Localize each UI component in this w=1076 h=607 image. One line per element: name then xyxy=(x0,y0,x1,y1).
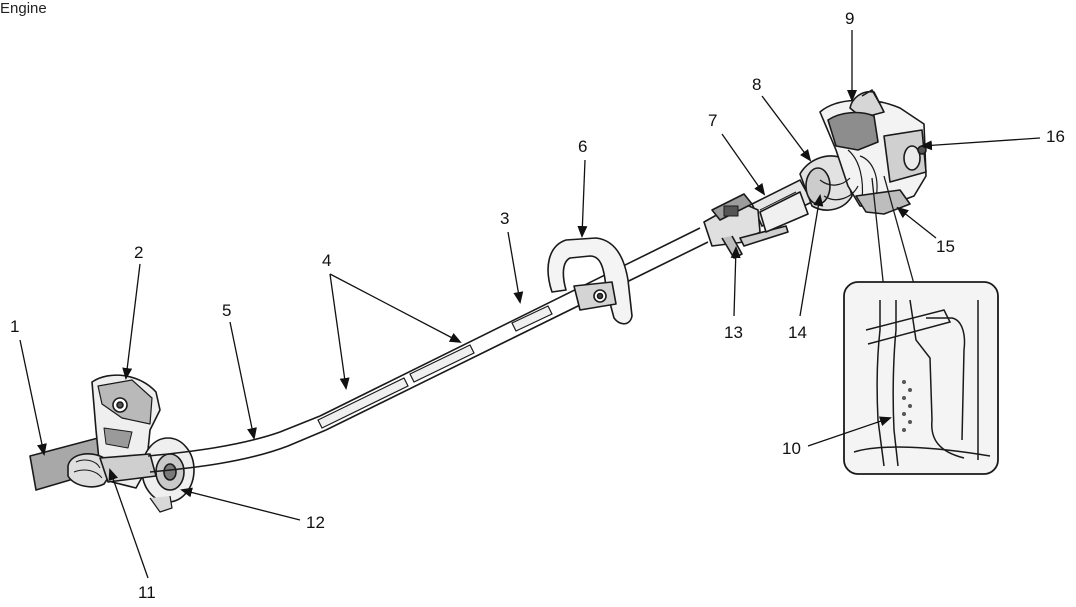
leader-3 xyxy=(507,231,524,304)
callout-14: 14 xyxy=(788,323,807,342)
callout-11: 11 xyxy=(138,583,156,602)
shaft-decal-c xyxy=(511,305,553,332)
callout-10: 10 xyxy=(782,439,801,458)
leader-1 xyxy=(19,339,47,456)
leader-8 xyxy=(761,95,812,162)
leader-16 xyxy=(920,137,1041,151)
leader-5 xyxy=(229,321,257,440)
shaft-decal-a xyxy=(317,377,409,429)
leader-6 xyxy=(577,159,588,238)
callout-5: 5 xyxy=(222,301,231,320)
callout-1: 1 xyxy=(10,317,19,336)
leader-15 xyxy=(896,206,937,239)
leader-11 xyxy=(108,468,149,579)
detail-inset xyxy=(843,175,999,475)
leader-14 xyxy=(799,194,824,317)
leader-7 xyxy=(721,133,766,196)
engine-unit xyxy=(799,89,927,215)
callout-15: 15 xyxy=(936,237,955,256)
leader-4b xyxy=(329,273,462,343)
leader-2 xyxy=(122,263,141,380)
inset-frame xyxy=(843,281,999,475)
callout-4: 4 xyxy=(322,251,331,270)
leader-4a xyxy=(329,273,350,390)
throttle-handle-assembly xyxy=(703,191,809,259)
callout-12: 12 xyxy=(306,513,325,532)
figure-title: Engine xyxy=(0,0,47,17)
callout-labels: 1 2 3 4 5 6 7 8 9 10 11 12 13 14 15 16 xyxy=(10,9,1065,602)
callout-2: 2 xyxy=(134,243,143,262)
leader-13 xyxy=(730,246,741,317)
callout-leaders xyxy=(19,30,1041,579)
callout-6: 6 xyxy=(578,137,587,156)
callout-7: 7 xyxy=(708,111,717,130)
leader-12 xyxy=(180,487,301,521)
grip-indicator-dots xyxy=(902,380,912,432)
shaft-decal-b xyxy=(409,344,475,383)
edger-head-assembly xyxy=(29,374,195,513)
callout-8: 8 xyxy=(752,75,761,94)
callout-13: 13 xyxy=(724,323,743,342)
callout-3: 3 xyxy=(500,209,509,228)
callout-9: 9 xyxy=(845,9,854,28)
callout-16: 16 xyxy=(1046,127,1065,146)
loop-handle xyxy=(547,237,633,325)
leader-10 xyxy=(807,416,892,447)
